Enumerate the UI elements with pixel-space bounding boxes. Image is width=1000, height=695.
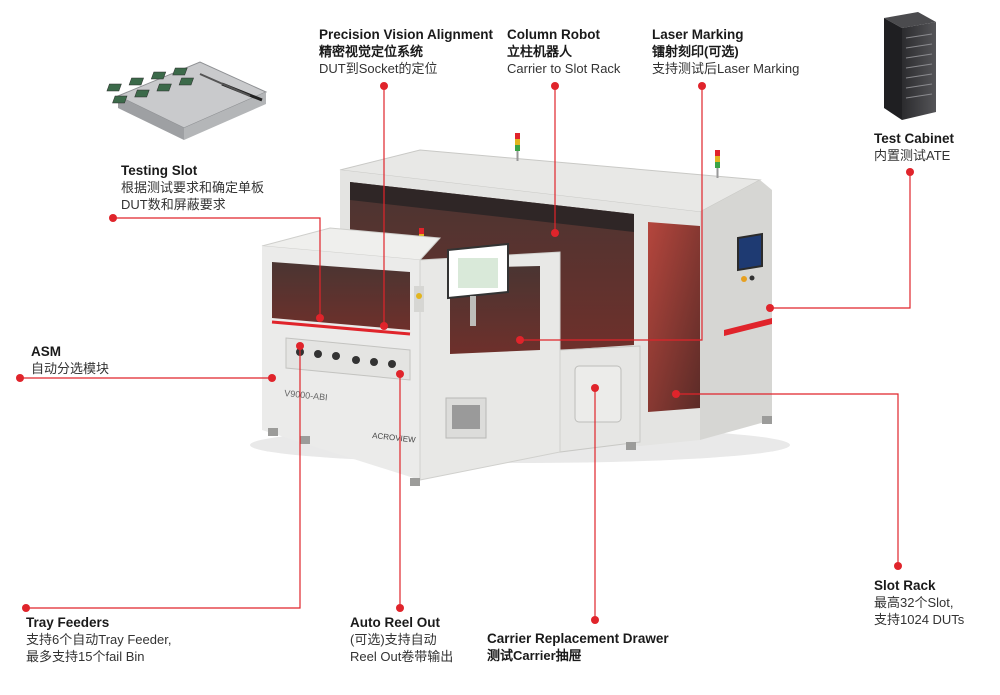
dot-column-robot	[551, 229, 559, 237]
test-handler-machine: V9000-ABI ACROVIEW	[250, 133, 790, 486]
callout-desc: DUT到Socket的定位	[319, 61, 438, 76]
callout-desc: 支持测试后Laser Marking	[652, 61, 800, 76]
cabinet-monitor	[737, 232, 763, 272]
leader-test-cabinet	[770, 172, 911, 309]
dot-precision-vision-top	[380, 82, 388, 90]
tray-feeder-panel	[285, 337, 411, 381]
callout-desc: 根据测试要求和确定单板	[121, 180, 265, 195]
callout-title: Precision Vision Alignment	[319, 27, 494, 42]
callout-subtitle: 镭射刻印(可选)	[652, 44, 739, 59]
back-unit-side	[700, 180, 772, 440]
callout-title: Tray Feeders	[26, 615, 110, 630]
server-rack-image	[884, 12, 936, 120]
front-module-top	[261, 227, 442, 261]
dot-testing-slot	[316, 314, 324, 322]
callout-title: Carrier Replacement Drawer	[487, 631, 669, 646]
leader-tray-feeders	[26, 346, 301, 609]
dot-carrier-drawer-bottom	[591, 616, 599, 624]
dot-laser-marking	[516, 336, 524, 344]
callout-subtitle: 测试Carrier抽屉	[487, 648, 582, 663]
callout-desc-2: DUT数和屏蔽要求	[121, 197, 226, 212]
dot-slot-rack-bottom	[894, 562, 902, 570]
dot-tray-feeders	[296, 342, 304, 350]
callout-asm: ASM 自动分选模块	[31, 343, 109, 377]
callout-title: Test Cabinet	[874, 131, 955, 146]
dot-auto-reel-out-bottom	[396, 604, 404, 612]
callout-subtitle: 立柱机器人	[507, 44, 573, 59]
dot-precision-vision	[380, 322, 388, 330]
leader-testing-slot	[113, 217, 321, 318]
callout-desc-2: 最多支持15个fail Bin	[26, 649, 145, 664]
callout-title: Testing Slot	[121, 163, 198, 178]
callout-desc: 最高32个Slot,	[874, 595, 954, 610]
callout-auto-reel-out: Auto Reel Out (可选)支持自动 Reel Out卷带输出	[350, 614, 453, 665]
dot-asm-left	[16, 374, 24, 382]
callout-precision-vision: Precision Vision Alignment 精密视觉定位系统 DUT到…	[319, 26, 493, 77]
callout-laser-marking: Laser Marking 镭射刻印(可选) 支持测试后Laser Markin…	[652, 26, 799, 77]
callout-desc: 内置测试ATE	[874, 148, 951, 163]
callout-desc: Carrier to Slot Rack	[507, 61, 621, 76]
callout-desc: (可选)支持自动	[350, 632, 437, 647]
dot-auto-reel-out	[396, 370, 404, 378]
callout-desc-2: Reel Out卷带输出	[350, 649, 454, 664]
dot-tray-feeders-left	[22, 604, 30, 612]
dot-carrier-drawer	[591, 384, 599, 392]
callout-slot-rack: Slot Rack 最高32个Slot, 支持1024 DUTs	[874, 577, 964, 628]
testing-slot-board-image	[106, 61, 268, 140]
callout-desc: 自动分选模块	[31, 361, 110, 376]
dot-test-cabinet-top	[906, 168, 914, 176]
dot-testing-slot-left	[109, 214, 117, 222]
callout-test-cabinet: Test Cabinet 内置测试ATE	[874, 130, 954, 164]
callout-carrier-drawer: Carrier Replacement Drawer 测试Carrier抽屉	[487, 630, 669, 664]
callout-subtitle: 精密视觉定位系统	[319, 44, 424, 59]
leader-laser-marking	[520, 86, 703, 341]
model-label: V9000-ABI	[284, 388, 328, 402]
callout-desc-2: 支持1024 DUTs	[874, 612, 965, 627]
callout-desc: 支持6个自动Tray Feeder,	[26, 632, 172, 647]
dot-test-cabinet	[766, 304, 774, 312]
leader-lines	[20, 86, 911, 620]
dot-laser-marking-top	[698, 82, 706, 90]
callout-column-robot: Column Robot 立柱机器人 Carrier to Slot Rack	[507, 26, 620, 77]
callout-testing-slot: Testing Slot 根据测试要求和确定单板 DUT数和屏蔽要求	[121, 162, 264, 213]
callout-title: Laser Marking	[652, 27, 744, 42]
dot-column-robot-top	[551, 82, 559, 90]
callout-tray-feeders: Tray Feeders 支持6个自动Tray Feeder, 最多支持15个f…	[26, 614, 171, 665]
leader-dots	[16, 82, 914, 624]
callout-title: Slot Rack	[874, 578, 936, 593]
callout-title: ASM	[31, 344, 61, 359]
slot-rack-window	[648, 222, 700, 412]
leader-slot-rack	[676, 393, 899, 566]
front-module-window	[272, 262, 410, 330]
carrier-drawer-panel	[574, 365, 622, 423]
dot-slot-rack	[672, 390, 680, 398]
dot-asm	[268, 374, 276, 382]
callout-title: Column Robot	[507, 27, 600, 42]
callout-title: Auto Reel Out	[350, 615, 440, 630]
